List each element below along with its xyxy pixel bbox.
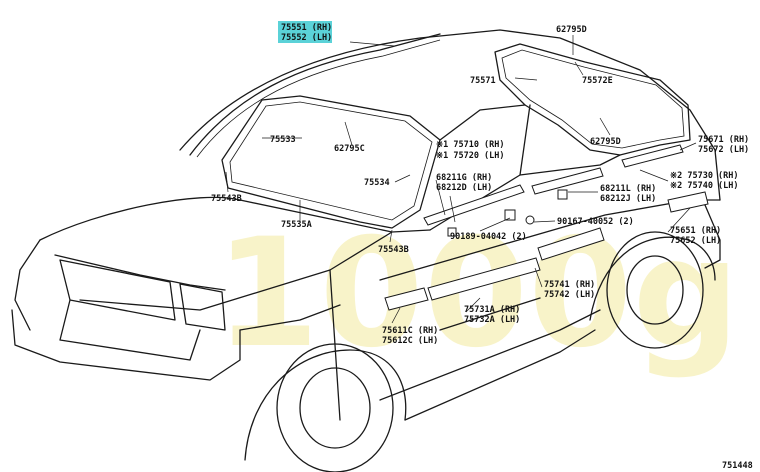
mouldings <box>189 33 709 311</box>
part-label: ※1 75720 (LH) <box>436 151 505 161</box>
part-label: 75533 <box>270 135 296 145</box>
part-label: 75742 (LH) <box>544 290 595 300</box>
part-label: 90167-40052 (2) <box>557 217 634 227</box>
part-label: 75732A (LH) <box>464 315 520 325</box>
part-label: 68211G (RH) <box>436 173 492 183</box>
part-label: 75543B <box>378 245 409 255</box>
highlighted-part-box <box>278 21 332 43</box>
part-label: 75543B <box>211 194 242 204</box>
part-label: 75651 (RH) <box>670 226 721 236</box>
drawing-number: 751448 <box>722 461 753 471</box>
part-label: 75612C (LH) <box>382 336 438 346</box>
part-label: 75552 (LH) <box>281 33 332 43</box>
part-label: 75611C (RH) <box>382 326 438 336</box>
part-label: 68211L (RH) <box>600 184 656 194</box>
part-label: ※1 75710 (RH) <box>436 140 505 150</box>
part-label: 68212D (LH) <box>436 183 492 193</box>
part-label: 62795D <box>556 25 587 35</box>
part-label: 75551 (RH) <box>281 23 332 33</box>
part-label: 75535A <box>281 220 312 230</box>
part-label: 68212J (LH) <box>600 194 656 204</box>
watermark: 1000g <box>215 207 740 381</box>
part-label: 75741 (RH) <box>544 280 595 290</box>
part-label: 75534 <box>364 178 390 188</box>
part-label: 75671 (RH) <box>698 135 749 145</box>
part-labels: 75551 (RH) 75552 (LH) 62795D 75571 75572… <box>211 23 753 471</box>
part-label: 62795C <box>334 144 365 154</box>
part-label: ※2 75740 (LH) <box>670 181 739 191</box>
part-label: 90189-04042 (2) <box>450 232 527 242</box>
leader-lines <box>225 35 697 324</box>
part-label: ※2 75730 (RH) <box>670 171 739 181</box>
part-label: 75652 (LH) <box>670 236 721 246</box>
part-label: 75571 <box>470 76 496 86</box>
part-label: 75731A (RH) <box>464 305 520 315</box>
part-label: 75572E <box>582 76 613 86</box>
part-label: 75672 (LH) <box>698 145 749 155</box>
part-label: 62795D <box>590 137 621 147</box>
